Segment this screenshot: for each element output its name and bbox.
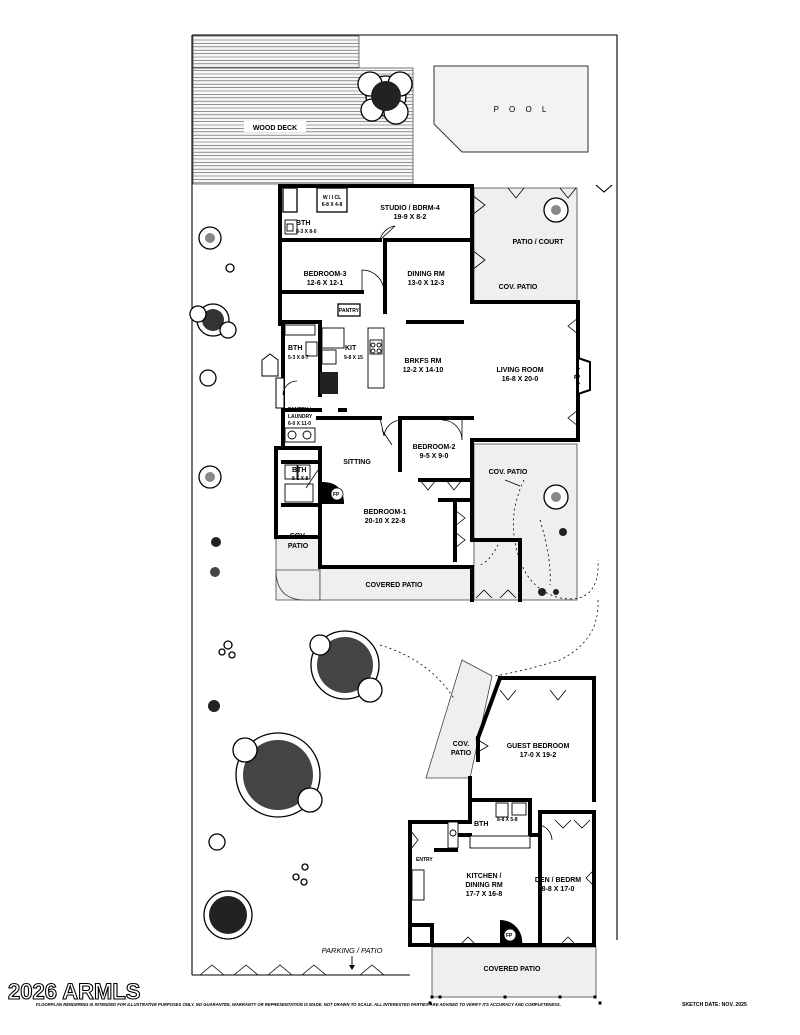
guest-bedroom-label: GUEST BEDROOM [507,743,570,750]
fireplace-living-label: FP [574,375,581,381]
pantry-laundry-dims: 6-0 X 11-0 [288,421,311,427]
bath-top-label: BTH [296,220,310,227]
walkways [379,479,599,701]
bedroom3-label: BEDROOM-3 [304,271,347,278]
kit-dims: 9-8 X 15 [344,355,363,361]
flower-icon [543,484,569,510]
main-house-walls [274,184,580,602]
den-dims: 8-8 X 17-0 [542,886,575,893]
patio-post [593,995,597,999]
guest-house-fixtures: FP [409,689,595,946]
bath-guest-label: BTH [474,821,488,828]
cov-patio-right-label: COV. PATIO [489,469,528,476]
main-house-fixtures: FP FP [261,219,591,504]
disclaimer: FLOORPLAN RENDERING IS INTENDED FOR ILLU… [36,1002,561,1007]
bath-mid-label: BTH [288,345,302,352]
wood-deck-label: WOOD DECK [253,125,297,132]
guest-bedroom-dims: 17-0 X 19-2 [520,752,557,759]
bath-low-dims: 8-1 X 8 [292,476,308,482]
living-label: LIVING ROOM [496,367,543,374]
cov-patio-left-label-2: PATIO [288,543,309,550]
patio-post [503,995,507,999]
shrub-icon [189,303,237,339]
large-tree-icon [232,732,323,818]
studio-dims: 19-9 X 8-2 [394,214,427,221]
patio-post [430,995,434,999]
flower-icon [198,226,222,250]
dining-dims: 13-0 X 12-3 [408,280,445,287]
covered-patio-guest-label: COVERED PATIO [484,966,541,973]
cov-patio-left-label: COV. [290,533,307,540]
pool-label: P O O L [494,105,551,114]
patios [275,187,597,998]
door-swings [282,187,579,599]
brkfs-label: BRKFS RM [405,358,442,365]
pantry-small-label: PANTRY [339,308,360,314]
bath-mid-dims: 5-3 X 8-7 [288,355,309,361]
den-label: DEN / BEDRM [535,877,581,884]
rock-icon [199,263,567,886]
large-tree-icon [309,630,383,703]
wic-label: W / I CL [323,195,341,201]
studio-label: STUDIO / BDRM-4 [380,205,440,212]
wood-deck: WOOD DECK [192,35,414,185]
flower-icon [198,465,222,489]
kit-label: KIT [345,345,357,352]
sitting-label: SITTING [343,459,371,466]
cov-patio-guest-label-2: PATIO [451,750,472,757]
parking-patio: PARKING / PATIO [199,946,385,976]
wic-dims: 6-8 X 4-8 [322,202,343,208]
sketch-date: SKETCH DATE: NOV. 2025 [682,1002,747,1008]
dining-label: DINING RM [407,271,445,278]
bedroom1-dims: 20-10 X 22-8 [365,518,406,525]
lot-boundary [191,34,618,976]
large-tree-icon [357,71,413,125]
living-dims: 16-8 X 20-0 [502,376,539,383]
patio-post [558,995,562,999]
watermark: 2026 ARMLS [8,979,140,1004]
patio-court-label: PATIO / COURT [512,239,564,246]
pantry-laundry-label: PANTRY / [288,407,311,413]
pantry-laundry-label-2: LAUNDRY [288,414,313,420]
fireplace-guest-label: FP [506,933,513,939]
shrub-icon [203,890,253,940]
guest-house-walls [408,675,596,947]
bath-top-dims: 8-3 X 8-0 [296,229,317,235]
kitchen-dining-label: KITCHEN / [467,873,502,880]
room-labels: STUDIO / BDRM-4 19-9 X 8-2 W / I CL 6-8 … [288,195,581,973]
entry-label: ENTRY [416,857,433,863]
parking-patio-label: PARKING / PATIO [322,946,383,955]
cov-patio-top-label: COV. PATIO [499,284,538,291]
pool: P O O L [433,65,589,153]
bath-guest-dims: 8-8 X 5-8 [497,817,518,823]
footer: 2026 ARMLS FLOORPLAN RENDERING IS INTEND… [7,978,747,1008]
bedroom1-label: BEDROOM-1 [364,509,407,516]
bedroom3-dims: 12-6 X 12-1 [307,280,344,287]
bedroom2-label: BEDROOM-2 [413,444,456,451]
patio-post [598,1001,602,1005]
covered-patio-main-label: COVERED PATIO [366,582,423,589]
kitchen-dining-dims: 17-7 X 16-8 [466,891,503,898]
bath-low-label: BTH [292,467,306,474]
cov-patio-guest-label: COV. [453,741,470,748]
fireplace-bedroom-label: FP [333,492,340,498]
kitchen-dining-label-2: DINING RM [465,882,503,889]
patio-post [428,1001,432,1005]
patio-posts [428,995,602,1005]
patio-post [438,995,442,999]
landscaping [189,71,569,940]
flower-icon [543,197,569,223]
bedroom2-dims: 9-5 X 9-0 [420,453,449,460]
brkfs-dims: 12-2 X 14-10 [403,367,444,374]
